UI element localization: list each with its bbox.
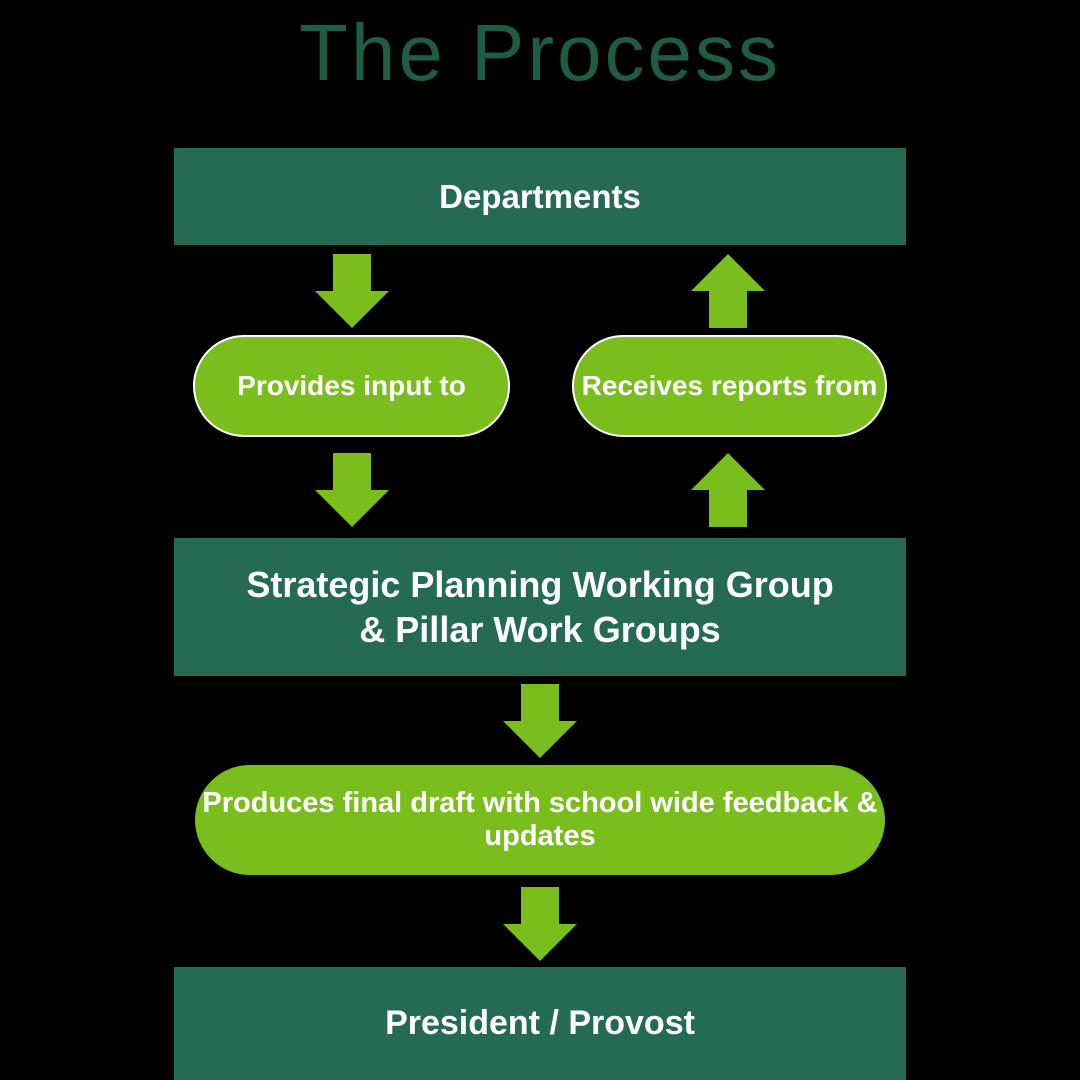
receives-reports-label: Receives reports from bbox=[581, 370, 878, 401]
arrow-up-icon bbox=[691, 254, 765, 328]
departments-box: Departments bbox=[174, 148, 906, 245]
final-draft-label: Produces final draft with school wide fe… bbox=[202, 787, 878, 852]
arrow-down-icon bbox=[315, 453, 389, 527]
arrow-down-icon bbox=[315, 254, 389, 328]
final-draft-pill: Produces final draft with school wide fe… bbox=[195, 765, 885, 875]
receives-reports-pill: Receives reports from bbox=[572, 335, 887, 437]
working-group-box: Strategic Planning Working Group & Pilla… bbox=[174, 538, 906, 676]
provides-input-pill: Provides input to bbox=[193, 335, 510, 437]
president-provost-box: President / Provost bbox=[174, 967, 906, 1080]
working-group-label-line2: & Pillar Work Groups bbox=[359, 609, 721, 650]
working-group-label-line1: Strategic Planning Working Group bbox=[246, 564, 834, 605]
page-title: The Process bbox=[298, 8, 782, 97]
arrow-up-icon bbox=[691, 453, 765, 527]
president-provost-label: President / Provost bbox=[385, 1004, 695, 1042]
arrow-down-icon bbox=[503, 887, 577, 961]
departments-label: Departments bbox=[439, 177, 641, 215]
provides-input-label: Provides input to bbox=[237, 370, 466, 401]
arrow-down-icon bbox=[503, 684, 577, 758]
